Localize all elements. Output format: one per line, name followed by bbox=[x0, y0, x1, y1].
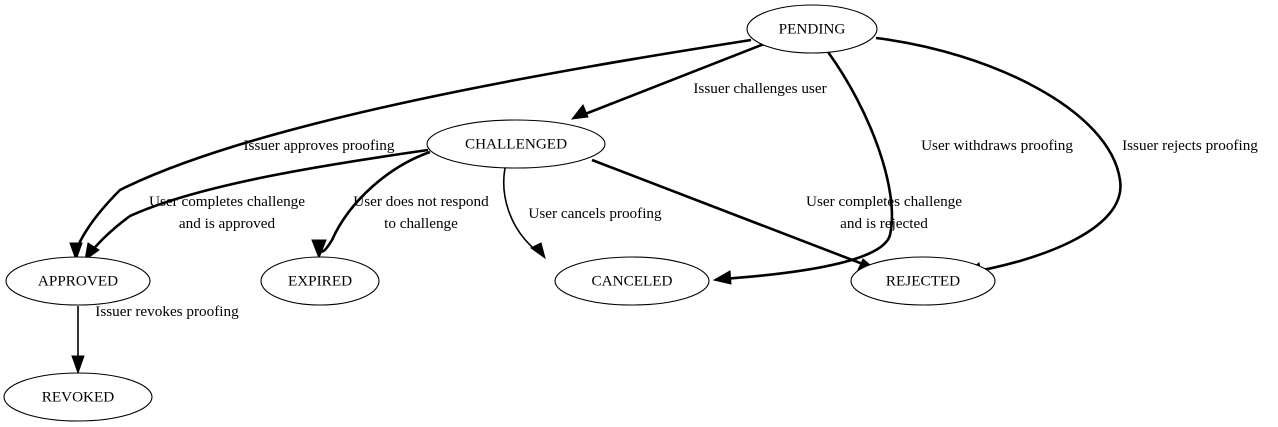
edge-path-challenged-rejected bbox=[591, 158, 869, 268]
node-challenged[interactable]: CHALLENGED bbox=[426, 119, 606, 169]
node-ellipse-challenged[interactable] bbox=[426, 119, 606, 169]
node-label-expired: EXPIRED bbox=[288, 272, 352, 289]
node-ellipse-canceled[interactable] bbox=[554, 256, 710, 306]
edge-challenged-canceled bbox=[503, 167, 546, 260]
edge-label-issuer-approves-proofing: Issuer approves proofing bbox=[244, 137, 395, 154]
edge-path-pending-challenged bbox=[579, 42, 765, 118]
node-ellipse-approved[interactable] bbox=[5, 256, 151, 306]
edge-path-pending-rejected bbox=[875, 36, 1122, 274]
node-ellipse-pending[interactable] bbox=[746, 4, 878, 54]
nodes-layer: PENDING CHALLENGED APPROVED EXPIRED CANC… bbox=[3, 4, 996, 422]
edge-path-pending-canceled bbox=[721, 51, 894, 281]
node-approved[interactable]: APPROVED bbox=[5, 256, 151, 306]
node-ellipse-revoked[interactable] bbox=[3, 372, 153, 422]
node-expired[interactable]: EXPIRED bbox=[260, 256, 380, 306]
edge-challenged-approved bbox=[84, 148, 429, 262]
edge-approved-revoked bbox=[71, 306, 85, 375]
node-label-revoked: REVOKED bbox=[42, 388, 115, 405]
arrow-head-challenged-expired bbox=[311, 239, 327, 260]
edge-pending-approved bbox=[69, 38, 752, 262]
edge-path-challenged-expired bbox=[318, 150, 431, 253]
node-canceled[interactable]: CANCELED bbox=[554, 256, 710, 306]
node-revoked[interactable]: REVOKED bbox=[3, 372, 153, 422]
arrow-head-pending-canceled bbox=[712, 270, 732, 285]
edge-label-issuer-revokes-proofing: Issuer revokes proofing bbox=[95, 303, 239, 320]
arrow-head-approved-revoked bbox=[71, 355, 85, 375]
arrow-head-pending-approved bbox=[69, 242, 83, 262]
edge-label-issuer-challenges-user: Issuer challenges user bbox=[693, 80, 826, 97]
node-ellipse-expired[interactable] bbox=[260, 256, 380, 306]
node-label-rejected: REJECTED bbox=[886, 272, 960, 289]
edge-label-user-completes-challenge-rejected-line2: and is rejected bbox=[840, 215, 928, 232]
node-label-approved: APPROVED bbox=[38, 272, 118, 289]
edge-label-user-withdraws-proofing: User withdraws proofing bbox=[921, 137, 1073, 154]
edge-label-user-does-not-respond-line2: to challenge bbox=[384, 215, 458, 232]
edge-label-user-does-not-respond-line1: User does not respond bbox=[353, 193, 489, 210]
edge-pending-canceled bbox=[712, 51, 894, 285]
edge-path-challenged-approved bbox=[89, 148, 429, 254]
edge-path-challenged-canceled bbox=[503, 167, 539, 253]
node-label-pending: PENDING bbox=[779, 20, 846, 37]
node-rejected[interactable]: REJECTED bbox=[850, 256, 996, 306]
edge-challenged-expired bbox=[311, 150, 431, 260]
node-label-challenged: CHALLENGED bbox=[465, 135, 567, 152]
arrow-head-challenged-approved bbox=[84, 242, 100, 262]
arrow-head-pending-challenged bbox=[570, 104, 589, 120]
edge-label-user-completes-challenge-approved-line1: User completes challenge bbox=[149, 193, 305, 210]
edge-label-user-cancels-proofing: User cancels proofing bbox=[528, 205, 662, 222]
node-label-canceled: CANCELED bbox=[592, 272, 673, 289]
edge-label-issuer-rejects-proofing: Issuer rejects proofing bbox=[1122, 137, 1258, 154]
edge-label-user-completes-challenge-approved-line2: and is approved bbox=[179, 215, 276, 232]
edge-label-user-completes-challenge-rejected-line1: User completes challenge bbox=[806, 193, 962, 210]
edge-path-pending-approved bbox=[74, 38, 752, 253]
node-pending[interactable]: PENDING bbox=[746, 4, 878, 54]
edge-labels-layer: Issuer approves proofing Issuer challeng… bbox=[95, 80, 1258, 320]
edge-pending-challenged bbox=[570, 42, 765, 120]
arrow-head-challenged-canceled bbox=[530, 242, 546, 260]
node-ellipse-rejected[interactable] bbox=[850, 256, 996, 306]
